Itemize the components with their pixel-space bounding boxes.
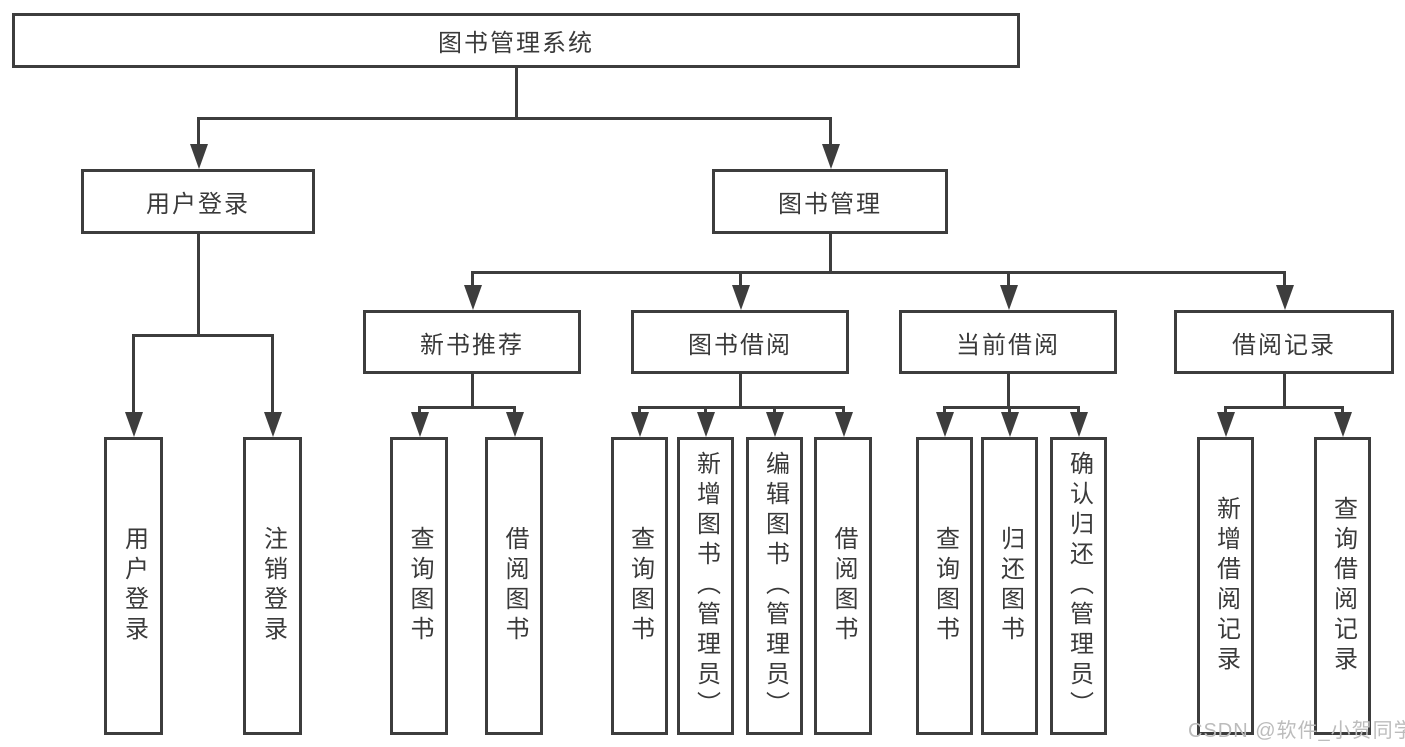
- connector-line: [132, 334, 135, 414]
- connector-line: [515, 68, 518, 118]
- connector-line: [197, 117, 832, 120]
- arrowhead-icon: [1217, 412, 1235, 437]
- connector-line: [418, 406, 421, 416]
- leaf-label: 用户登录: [120, 526, 148, 646]
- arrowhead-icon: [506, 412, 524, 437]
- leaf-return-book: 归还图书: [981, 437, 1038, 735]
- node-label: 图书借阅: [688, 331, 792, 359]
- leaf-borrow-books-borrowing: 借阅图书: [814, 437, 872, 735]
- connector-line: [943, 406, 946, 416]
- connector-line: [132, 334, 274, 337]
- watermark-text: CSDN @软件_小贺同学: [1188, 720, 1405, 742]
- leaf-label: 查询图书: [406, 526, 433, 646]
- connector-line: [471, 271, 1285, 274]
- arrowhead-icon: [1334, 412, 1352, 437]
- connector-line: [829, 234, 832, 274]
- arrowhead-icon: [190, 144, 208, 169]
- node-borrowing-records: 借阅记录: [1174, 310, 1394, 374]
- connector-line: [829, 117, 832, 147]
- leaf-edit-book-admin: 编辑图书（管理员）: [746, 437, 803, 735]
- node-current-borrowing: 当前借阅: [899, 310, 1117, 374]
- node-book-management: 图书管理: [712, 169, 948, 234]
- connector-line: [1007, 374, 1010, 408]
- leaf-label: 注销登录: [259, 526, 287, 646]
- node-label: 借阅记录: [1232, 331, 1336, 359]
- node-new-book-recommendation: 新书推荐: [363, 310, 581, 374]
- connector-line: [739, 271, 742, 287]
- connector-line: [1077, 406, 1080, 416]
- leaf-label: 借阅图书: [830, 526, 857, 646]
- connector-line: [739, 374, 742, 408]
- leaf-label: 编辑图书（管理员）: [761, 451, 789, 721]
- node-library-management-system: 图书管理系统: [12, 13, 1020, 68]
- connector-line: [638, 406, 641, 416]
- arrowhead-icon: [936, 412, 954, 437]
- arrowhead-icon: [411, 412, 429, 437]
- leaf-query-borrow-record: 查询借阅记录: [1314, 437, 1371, 735]
- leaf-borrow-books-recommend: 借阅图书: [485, 437, 543, 735]
- connector-line: [1224, 406, 1227, 416]
- connector-line: [471, 271, 474, 287]
- node-label: 用户登录: [146, 191, 250, 218]
- leaf-label: 确认归还（管理员）: [1065, 451, 1093, 721]
- arrowhead-icon: [697, 412, 715, 437]
- connector-line: [842, 406, 845, 416]
- node-label: 新书推荐: [420, 331, 524, 359]
- connector-line: [271, 334, 274, 414]
- arrowhead-icon: [732, 285, 750, 310]
- leaf-add-book-admin: 新增图书（管理员）: [677, 437, 734, 735]
- leaf-logout: 注销登录: [243, 437, 302, 735]
- leaf-label: 查询图书: [931, 526, 959, 646]
- arrowhead-icon: [631, 412, 649, 437]
- connector-line: [418, 406, 515, 409]
- arrowhead-icon: [1276, 285, 1294, 310]
- arrowhead-icon: [766, 412, 784, 437]
- leaf-label: 借阅图书: [501, 526, 528, 646]
- arrowhead-icon: [264, 412, 282, 437]
- leaf-query-books-borrowing: 查询图书: [611, 437, 668, 735]
- connector-line: [197, 117, 200, 147]
- node-label: 图书管理: [778, 191, 882, 218]
- leaf-user-login: 用户登录: [104, 437, 163, 735]
- connector-line: [1283, 271, 1286, 287]
- arrowhead-icon: [464, 285, 482, 310]
- node-book-borrowing: 图书借阅: [631, 310, 849, 374]
- arrowhead-icon: [1001, 412, 1019, 437]
- connector-line: [197, 234, 200, 336]
- arrowhead-icon: [835, 412, 853, 437]
- leaf-query-books-recommend: 查询图书: [390, 437, 448, 735]
- connector-line: [471, 374, 474, 408]
- arrowhead-icon: [1000, 285, 1018, 310]
- arrowhead-icon: [125, 412, 143, 437]
- connector-line: [638, 406, 844, 409]
- connector-line: [1007, 271, 1010, 287]
- connector-line: [1008, 406, 1011, 416]
- leaf-label: 查询图书: [626, 526, 654, 646]
- arrowhead-icon: [822, 144, 840, 169]
- connector-line: [1224, 406, 1342, 409]
- leaf-add-borrow-record: 新增借阅记录: [1197, 437, 1254, 735]
- connector-line: [513, 406, 516, 416]
- node-label: 图书管理系统: [438, 30, 594, 57]
- leaf-query-books-current: 查询图书: [916, 437, 973, 735]
- leaf-label: 查询借阅记录: [1329, 496, 1357, 676]
- leaf-label: 归还图书: [996, 526, 1024, 646]
- node-user-login: 用户登录: [81, 169, 315, 234]
- connector-line: [773, 406, 776, 416]
- leaf-confirm-return-admin: 确认归还（管理员）: [1050, 437, 1107, 735]
- node-label: 当前借阅: [956, 331, 1060, 359]
- arrowhead-icon: [1070, 412, 1088, 437]
- connector-line: [1341, 406, 1344, 416]
- leaf-label: 新增借阅记录: [1212, 496, 1240, 676]
- connector-line: [943, 406, 1079, 409]
- leaf-label: 新增图书（管理员）: [692, 451, 720, 721]
- connector-line: [1283, 374, 1286, 408]
- connector-line: [704, 406, 707, 416]
